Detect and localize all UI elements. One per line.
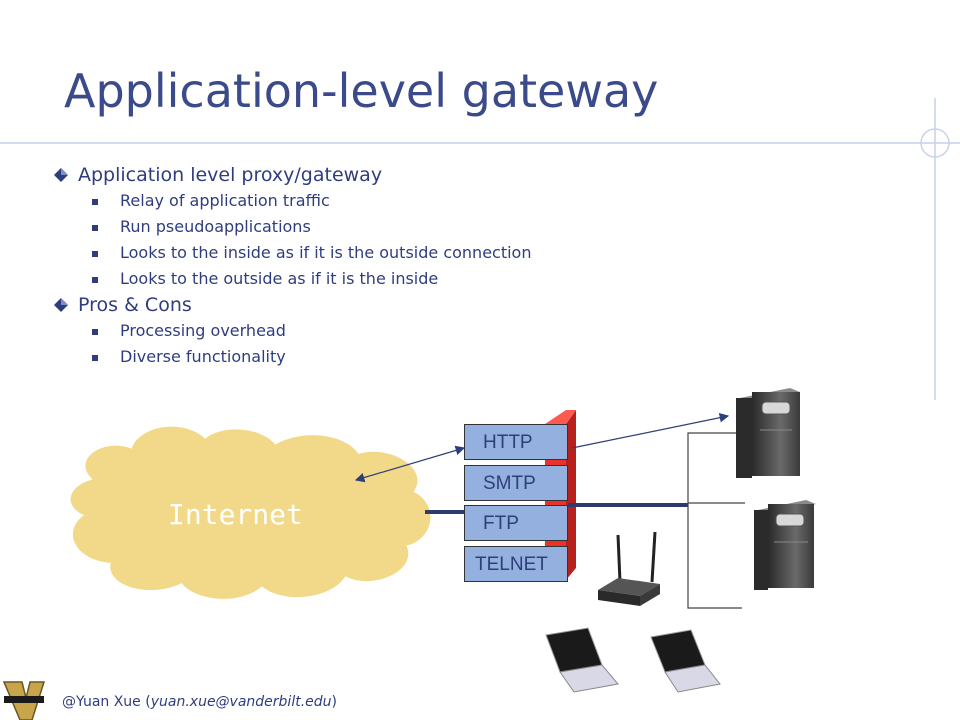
bullet-level2: Looks to the inside as if it is the outs… [52,240,692,266]
footer-author: @Yuan Xue ( [62,694,151,710]
slide-title: Application-level gateway [64,64,659,118]
bullet-text: Run pseudoapplications [120,217,311,236]
bullet-list: Application level proxy/gateway Relay of… [52,162,692,370]
firewall-wall [545,410,576,580]
footer-email: yuan.xue@vanderbilt.edu [150,694,332,710]
square-bullet-icon [92,199,98,205]
bullet-level2: Relay of application traffic [52,188,692,214]
bullet-level2: Looks to the outside as if it is the ins… [52,266,692,292]
bullet-text: Looks to the outside as if it is the ins… [120,269,439,288]
diamond-bullet-icon [54,298,68,312]
bullet-level2: Run pseudoapplications [52,214,692,240]
bullet-level2: Diverse functionality [52,344,692,370]
protocol-http: HTTP [464,424,568,460]
lan-bracket [687,432,745,609]
bullet-text: Looks to the inside as if it is the outs… [120,243,532,262]
square-bullet-icon [92,355,98,361]
bullet-level2: Processing overhead [52,318,692,344]
protocol-ftp: FTP [464,505,568,541]
bullet-level1: Pros & Cons [52,292,692,318]
server-icon [754,500,816,590]
square-bullet-icon [92,329,98,335]
server-icon [736,388,800,478]
footer: @Yuan Xue (yuan.xue@vanderbilt.edu) [62,694,337,710]
internet-label: Internet [168,498,303,531]
bullet-text: Pros & Cons [78,294,192,316]
protocol-telnet: TELNET [464,546,568,582]
bullet-level1: Application level proxy/gateway [52,162,692,188]
bullet-text: Application level proxy/gateway [78,164,383,186]
laptop-icon [545,627,619,693]
square-bullet-icon [92,277,98,283]
http-server-arrow [571,412,730,449]
bullet-text: Relay of application traffic [120,191,330,210]
protocol-smtp: SMTP [464,465,568,501]
http-internet-arrow [354,445,466,483]
square-bullet-icon [92,251,98,257]
vanderbilt-logo [2,681,46,720]
diamond-bullet-icon [54,168,68,182]
laptop-icon [650,629,721,693]
bullet-text: Processing overhead [120,321,286,340]
bullet-text: Diverse functionality [120,347,286,366]
square-bullet-icon [92,225,98,231]
footer-close: ) [331,694,337,710]
wireless-router-icon [598,531,660,606]
internet-cloud [70,426,431,599]
